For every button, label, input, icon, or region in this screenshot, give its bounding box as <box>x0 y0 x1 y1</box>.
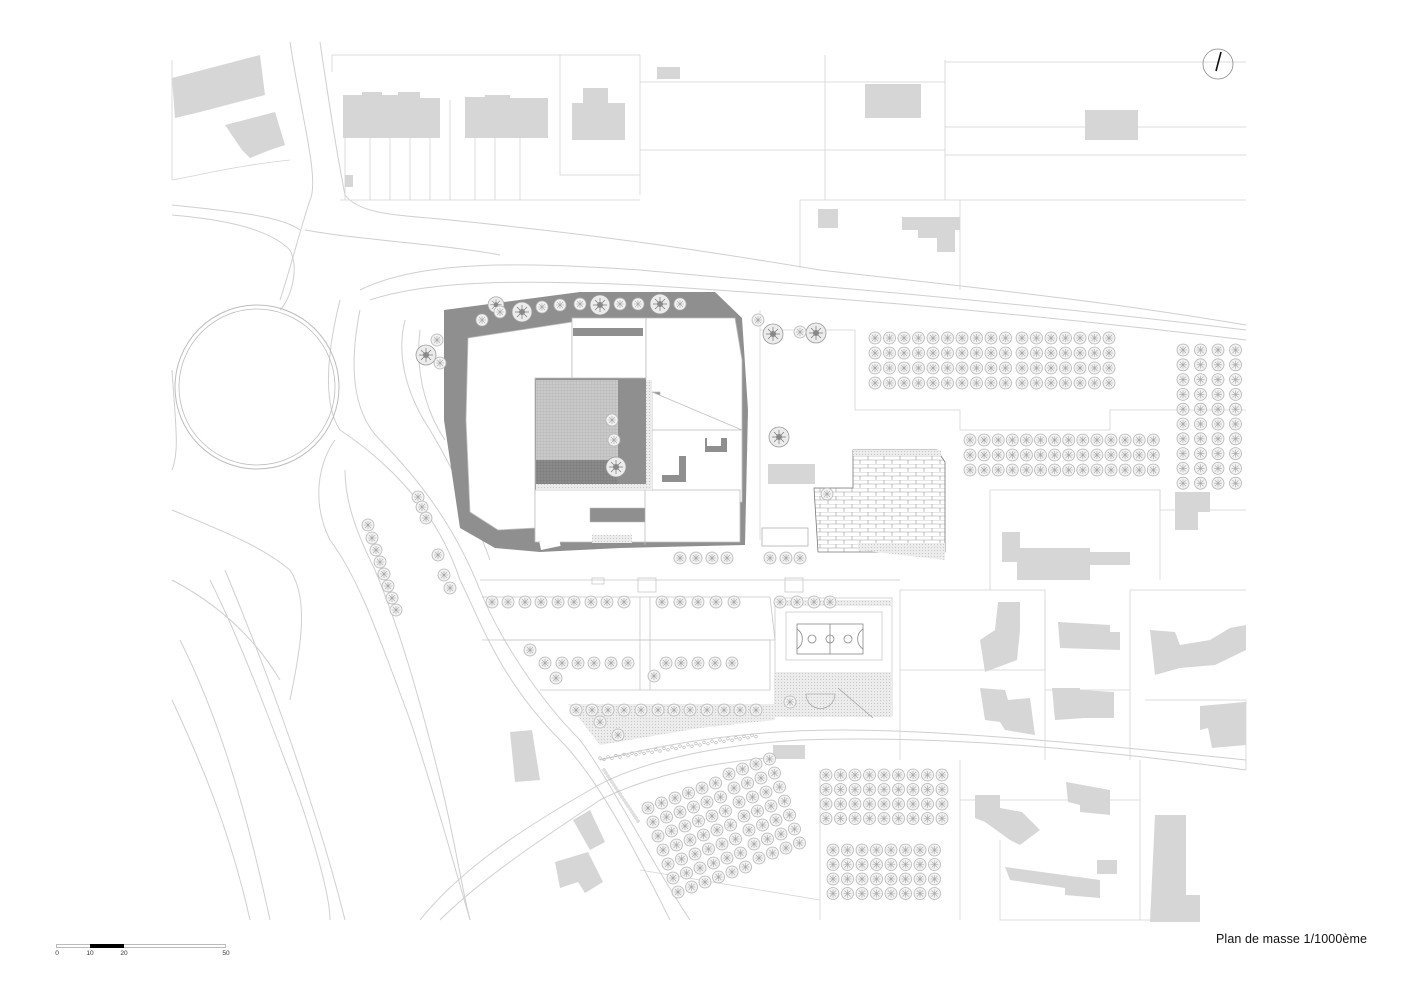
roundabout <box>174 304 340 470</box>
scale-label-10: 10 <box>86 950 94 957</box>
scale-bar-filled-segment <box>90 944 124 948</box>
north-arrow <box>1202 48 1234 80</box>
existing-buildings <box>172 55 1246 922</box>
north-arrow-icon <box>1202 48 1234 80</box>
basketball-court <box>796 623 864 655</box>
hedge-row <box>598 733 758 823</box>
scale-label-50: 50 <box>222 950 230 957</box>
sports-area <box>568 597 893 745</box>
brick-paved-block <box>761 449 946 560</box>
scale-label-20: 20 <box>120 950 128 957</box>
scale-bar-track <box>56 944 226 948</box>
project-building <box>444 292 748 552</box>
scale-bar: 0 10 20 50 <box>55 944 230 964</box>
road-network <box>171 41 1247 921</box>
parcel-lines <box>171 54 1247 921</box>
drawing-title: Plan de masse 1/1000ème <box>1216 932 1368 946</box>
scale-label-0: 0 <box>55 950 59 957</box>
